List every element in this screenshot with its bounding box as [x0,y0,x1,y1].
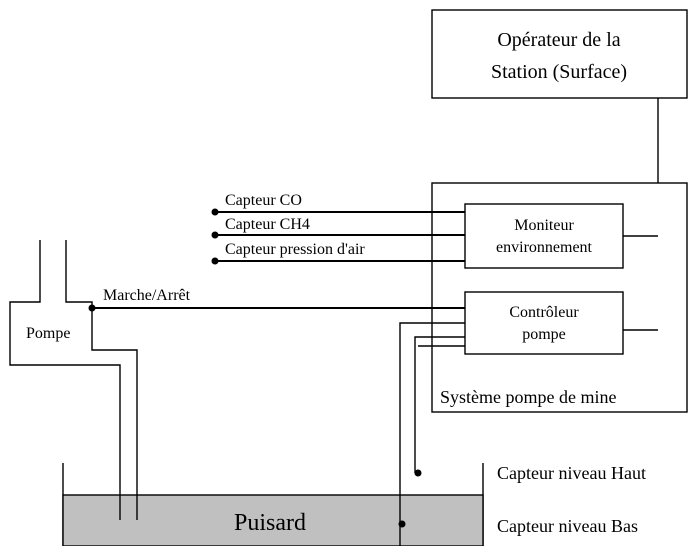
pump-label: Pompe [26,325,70,342]
high-level-wire-a [414,336,465,473]
co-sensor-label: Capteur CO [225,192,302,209]
operator-label-line2: Station (Surface) [491,61,627,83]
controller-label-line2: pompe [522,326,566,343]
marche-arret-dot [88,304,96,312]
monitor-label-line2: environnement [496,239,593,256]
sump-water [62,494,484,546]
low-level-wire [399,322,465,500]
high-level-sensor-label: Capteur niveau Haut [497,463,646,483]
pump-controller-box: Contrôleur pompe [464,291,624,355]
operator-station-box: Opérateur de la Station (Surface) [431,9,688,99]
system-label: Système pompe de mine [440,387,616,407]
pump-pipe-inner [90,364,121,490]
ch4-sensor-dot [211,231,219,239]
co-sensor-dot [211,208,219,216]
environment-monitor-box: Moniteur environnement [464,203,624,269]
low-level-sensor-label: Capteur niveau Bas [497,516,638,536]
pump-outline-left [9,240,90,366]
sump-label: Puisard [234,510,306,536]
air-pressure-sensor-dot [211,257,219,265]
pump-shape: Pompe [9,240,138,490]
operator-label-line1: Opérateur de la [497,29,620,51]
pump-outline-right [65,240,138,490]
low-level-sensor-dot-overlay [398,520,406,528]
marche-arret-label: Marche/Arrêt [103,287,191,304]
air-pressure-sensor-label: Capteur pression d'air [225,241,365,258]
high-level-sensor-dot [414,469,422,477]
controller-label-line1: Contrôleur [509,304,579,321]
monitor-label-line1: Moniteur [514,217,574,234]
ch4-sensor-label: Capteur CH4 [225,216,310,233]
pump-command-line: Marche/Arrêt [88,287,465,312]
sump: Puisard [62,463,484,546]
gas-sensor-lines: Capteur CO Capteur CH4 Capteur pression … [211,192,465,265]
